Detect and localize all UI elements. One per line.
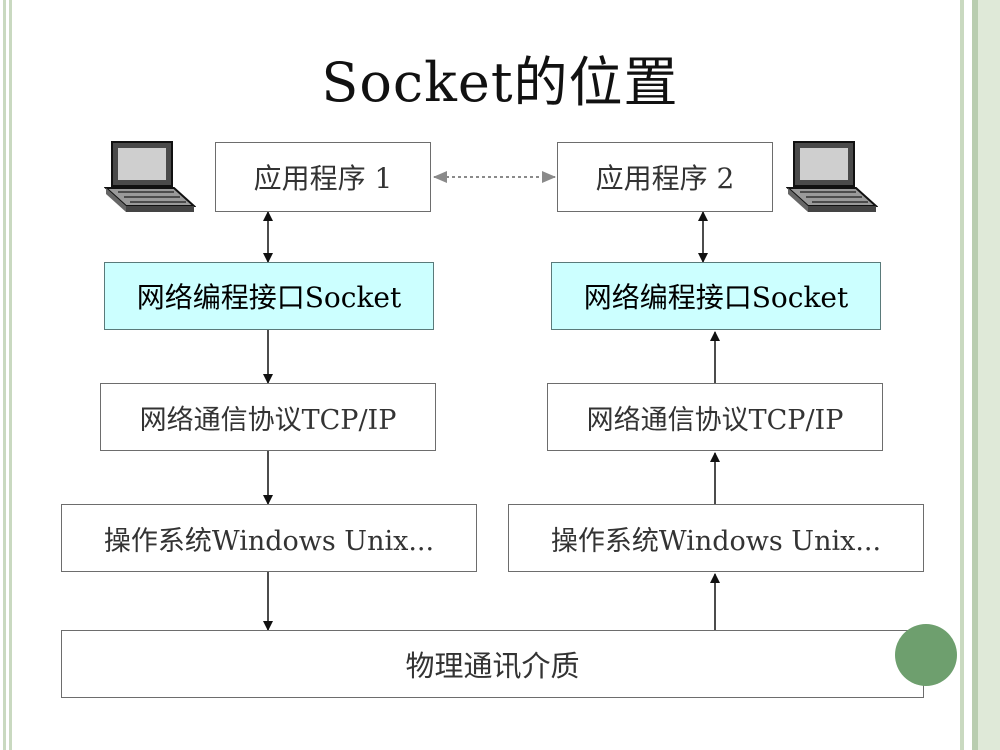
right-socket-box: 网络编程接口Socket	[551, 262, 881, 330]
decorative-circle	[895, 624, 957, 686]
left-os-box: 操作系统Windows Unix...	[61, 504, 477, 572]
slide-frame-right	[960, 0, 1000, 750]
right-app-box: 应用程序 2	[557, 142, 773, 212]
left-protocol-box: 网络通信协议TCP/IP	[100, 383, 436, 451]
right-os-box: 操作系统Windows Unix...	[508, 504, 924, 572]
slide-title: Socket的位置	[321, 51, 679, 114]
laptop-icon	[104, 141, 196, 212]
left-app-box: 应用程序 1	[215, 142, 431, 212]
laptop-icon	[786, 141, 878, 212]
left-socket-box: 网络编程接口Socket	[104, 262, 434, 330]
slide-frame-left	[0, 0, 12, 750]
medium-box: 物理通讯介质	[61, 630, 924, 698]
right-protocol-box: 网络通信协议TCP/IP	[547, 383, 883, 451]
